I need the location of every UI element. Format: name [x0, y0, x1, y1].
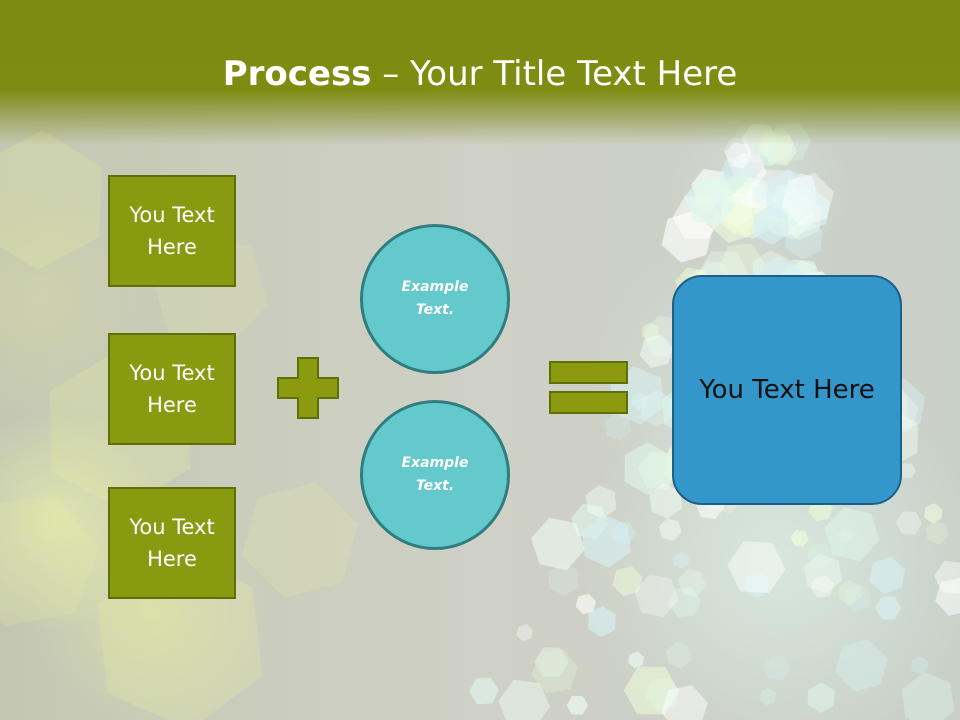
- bokeh-hexagon: [0, 494, 99, 626]
- bokeh-hexagon: [585, 485, 617, 519]
- bokeh-hexagon: [649, 483, 683, 519]
- example-circle-2-label: Example Text.: [401, 455, 469, 494]
- bokeh-hexagon: [875, 596, 902, 620]
- bokeh-hexagon: [760, 687, 777, 706]
- bokeh-hexagon: [668, 587, 702, 618]
- bokeh-hexagon: [934, 561, 960, 594]
- bokeh-hexagon: [498, 680, 551, 720]
- example-circle-1: Example Text.: [360, 224, 510, 374]
- bokeh-hexagon: [751, 185, 768, 203]
- title-rest-part: – Your Title Text Here: [371, 54, 738, 94]
- input-box-2-label: You Text Here: [129, 361, 215, 417]
- input-box-1: You Text Here: [108, 175, 236, 287]
- bokeh-hexagon: [0, 130, 102, 270]
- bokeh-hexagon: [789, 186, 815, 212]
- bokeh-hexagon: [810, 575, 835, 598]
- bokeh-hexagon: [824, 507, 880, 562]
- bokeh-hexagon: [869, 556, 906, 594]
- bokeh-hexagon: [935, 577, 960, 616]
- bokeh-hexagon: [623, 666, 679, 715]
- bokeh-hexagon: [566, 695, 589, 715]
- bokeh-hexagon: [531, 649, 579, 694]
- bokeh-hexagon: [835, 639, 888, 692]
- bokeh-hexagon: [735, 182, 754, 202]
- bokeh-hexagon: [757, 146, 780, 167]
- bokeh-hexagon: [684, 177, 736, 226]
- bokeh-hexagon: [901, 672, 955, 720]
- bokeh-hexagon: [658, 518, 682, 541]
- bokeh-hexagon: [781, 173, 834, 226]
- bokeh-hexagon: [469, 677, 499, 705]
- bokeh-hexagon: [628, 651, 645, 669]
- bokeh-hexagon: [806, 542, 834, 569]
- slide-title: Process – Your Title Text Here: [0, 52, 960, 96]
- bokeh-hexagon: [588, 606, 616, 638]
- bokeh-hexagon: [727, 541, 786, 594]
- result-box: You Text Here: [672, 275, 902, 505]
- bokeh-hexagon: [639, 334, 674, 368]
- bokeh-hexagon: [838, 527, 854, 544]
- bokeh-hexagon: [534, 647, 569, 677]
- bokeh-hexagon: [642, 322, 659, 342]
- bokeh-hexagon: [604, 412, 632, 441]
- bokeh-hexagon: [844, 584, 872, 613]
- bokeh-hexagon: [838, 580, 862, 605]
- input-box-3-label: You Text Here: [129, 515, 215, 571]
- bokeh-hexagon: [548, 562, 579, 596]
- bokeh-hexagon: [804, 553, 842, 594]
- input-box-1-label: You Text Here: [129, 203, 215, 259]
- bokeh-hexagon: [911, 656, 929, 676]
- bokeh-hexagon: [677, 569, 707, 597]
- bokeh-hexagon: [725, 142, 753, 169]
- bokeh-hexagon: [575, 593, 597, 615]
- bokeh-hexagon: [753, 205, 789, 245]
- bokeh-hexagon: [763, 655, 790, 681]
- bokeh-hexagon: [745, 571, 769, 599]
- bokeh-hexagon: [531, 517, 585, 570]
- bokeh-hexagon: [719, 155, 758, 191]
- bokeh-hexagon: [925, 520, 949, 545]
- input-box-3: You Text Here: [108, 487, 236, 599]
- equals-icon: [549, 361, 628, 414]
- bokeh-hexagon: [790, 530, 809, 547]
- bokeh-hexagon: [785, 218, 823, 260]
- bokeh-hexagon: [581, 514, 631, 568]
- bokeh-hexagon: [673, 551, 689, 570]
- bokeh-hexagon: [612, 566, 643, 596]
- bokeh-hexagon: [624, 442, 671, 495]
- bokeh-hexagon: [516, 624, 533, 642]
- example-circle-1-label: Example Text.: [401, 279, 469, 318]
- title-bar: Process – Your Title Text Here: [0, 0, 960, 145]
- bokeh-hexagon: [634, 574, 679, 618]
- bokeh-hexagon: [924, 503, 943, 524]
- bokeh-hexagon: [242, 482, 358, 598]
- result-box-label: You Text Here: [699, 375, 875, 405]
- bokeh-hexagon: [661, 685, 708, 720]
- bokeh-hexagon: [899, 463, 916, 479]
- title-bold-part: Process: [222, 54, 372, 94]
- plus-icon: [277, 357, 339, 419]
- example-circle-2: Example Text.: [360, 400, 510, 550]
- input-box-2: You Text Here: [108, 333, 236, 445]
- bokeh-hexagon: [666, 642, 692, 669]
- bokeh-hexagon: [807, 682, 835, 714]
- bokeh-hexagon: [896, 511, 923, 535]
